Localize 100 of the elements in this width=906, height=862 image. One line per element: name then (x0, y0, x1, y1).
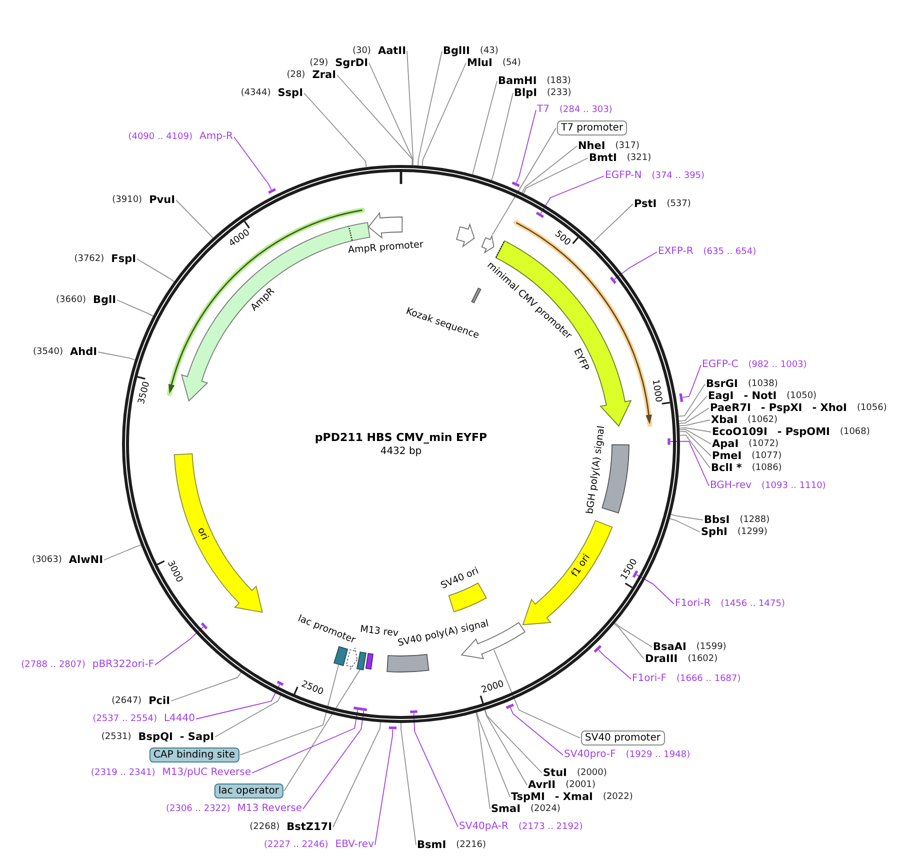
cut-site-position: (1077) (752, 450, 782, 462)
leader-line (154, 626, 204, 666)
primer-position: (284 .. 303) (559, 104, 612, 116)
cut-site-position: (183) (546, 75, 571, 87)
feature-tag: CAP binding site (149, 748, 239, 762)
enzyme-name: - PspOMI (777, 426, 830, 438)
primer-mark (276, 680, 285, 687)
feature-name: EYFP (570, 347, 591, 374)
primer-name: T7 (537, 104, 550, 116)
cut-site-position: (2024) (530, 803, 560, 815)
leader-line (678, 420, 710, 426)
cut-site-position: (29) (310, 57, 328, 69)
leader-line (400, 722, 416, 846)
enzyme-name: ZraI (312, 69, 336, 81)
leader-line (510, 707, 564, 756)
cut-site-position: (2216) (456, 839, 486, 851)
enzyme-name: EcoO109I (712, 426, 768, 438)
enzyme-name: PaeR7I (710, 402, 751, 414)
cut-site-position: (2531) (101, 731, 132, 743)
primer-mark (360, 707, 368, 712)
primer-position: (2788 .. 2807) (21, 659, 86, 671)
enzyme-name: SspI (278, 87, 303, 99)
cut-site-position: (3063) (32, 554, 62, 566)
feature-name: bGH poly(A) signal (584, 425, 608, 515)
leader-line (332, 722, 381, 828)
primer-name: F1ori-F (632, 673, 666, 685)
leader-line (522, 146, 578, 194)
enzyme-name: DraIII (645, 653, 678, 665)
cut-site-position: (3660) (56, 294, 86, 306)
enzyme-name: FspI (111, 253, 136, 265)
enzyme-name: AvrII (528, 779, 556, 791)
cut-site-position: (3540) (33, 346, 63, 358)
leader-line (302, 710, 364, 810)
enzyme-name: - SapI (180, 731, 214, 743)
cut-site-position: (43) (480, 45, 498, 57)
feature-name: SV40 ori (438, 565, 480, 592)
leader-line (491, 92, 514, 181)
scale-label: 3500 (136, 380, 154, 406)
cut-site-position: (1599) (696, 641, 726, 653)
leader-line (614, 622, 652, 648)
cut-site-position: (3910) (112, 194, 142, 206)
primer-name: Amp-R (200, 131, 233, 143)
leader-line (368, 62, 414, 166)
cut-site-position: (1288) (740, 514, 770, 526)
leader-line (636, 574, 674, 604)
primer-mark (267, 187, 277, 195)
primer-name: M13 Reverse (237, 803, 302, 815)
cut-site-position: (1050) (786, 390, 817, 402)
primer-position: (982 .. 1003) (748, 359, 807, 371)
leader-line (406, 50, 414, 166)
leader-line (523, 158, 588, 194)
scale-label: 2000 (480, 680, 506, 698)
cut-site-position: (1062) (748, 414, 778, 426)
enzyme-name: BamHI (498, 75, 537, 87)
enzyme-name: EagI (708, 390, 734, 402)
primer-name: BGH-rev (710, 480, 752, 492)
primer-mark (609, 276, 617, 285)
primer-position: (1456 .. 1475) (720, 598, 785, 610)
enzyme-name: BstZ17I (286, 821, 332, 833)
enzyme-name: PciI (148, 695, 170, 707)
primer-position: (2306 .. 2322) (166, 803, 230, 815)
primer-mark (535, 211, 545, 219)
scale-label: 500 (552, 229, 572, 249)
cut-site-position: (54) (502, 57, 521, 69)
enzyme-name: AlwNI (68, 554, 103, 566)
enzyme-name: BglII (443, 45, 470, 57)
cut-site-position: (317) (615, 140, 640, 152)
leader-line (593, 204, 634, 242)
cut-site-position: (2000) (576, 767, 607, 779)
cut-site-position: (1072) (748, 438, 779, 450)
primer-position: (2319 .. 2341) (90, 767, 156, 779)
enzyme-name: SmaI (491, 803, 520, 815)
primer-mark (593, 644, 602, 654)
primer-name: L4440 (164, 713, 195, 725)
enzyme-name: SgrDI (335, 57, 368, 69)
primer-position: (2537 .. 2554) (92, 713, 157, 725)
leader-line (669, 518, 700, 532)
leader-line (472, 80, 498, 175)
enzyme-name: BmtI (589, 152, 617, 164)
leader-line (176, 200, 214, 238)
primer-mark (200, 622, 209, 630)
feature-name: M13 rev (360, 624, 400, 639)
enzyme-name: MluI (467, 57, 492, 69)
feature-name: f1 ori (570, 552, 594, 580)
scale-label: 3000 (164, 559, 184, 585)
primer-position: (2173 .. 2192) (518, 821, 583, 833)
feature-name: AmpR promoter (348, 238, 424, 256)
leader-line (336, 74, 413, 166)
enzyme-name: SphI (701, 526, 728, 538)
enzyme-name: PmeI (712, 450, 742, 462)
cut-site-position: (321) (626, 152, 652, 164)
leader-line (682, 364, 702, 398)
enzyme-name: BsmI (417, 839, 446, 851)
feature-tag: T7 promoter (557, 120, 628, 136)
cut-site-position: (2268) (250, 821, 280, 833)
primer-name: EGFP-C (702, 359, 738, 371)
leader-line (234, 136, 272, 190)
enzyme-name: BspQI (138, 731, 173, 743)
primer-mark (667, 437, 671, 446)
enzyme-name: - XmaI (554, 791, 593, 803)
